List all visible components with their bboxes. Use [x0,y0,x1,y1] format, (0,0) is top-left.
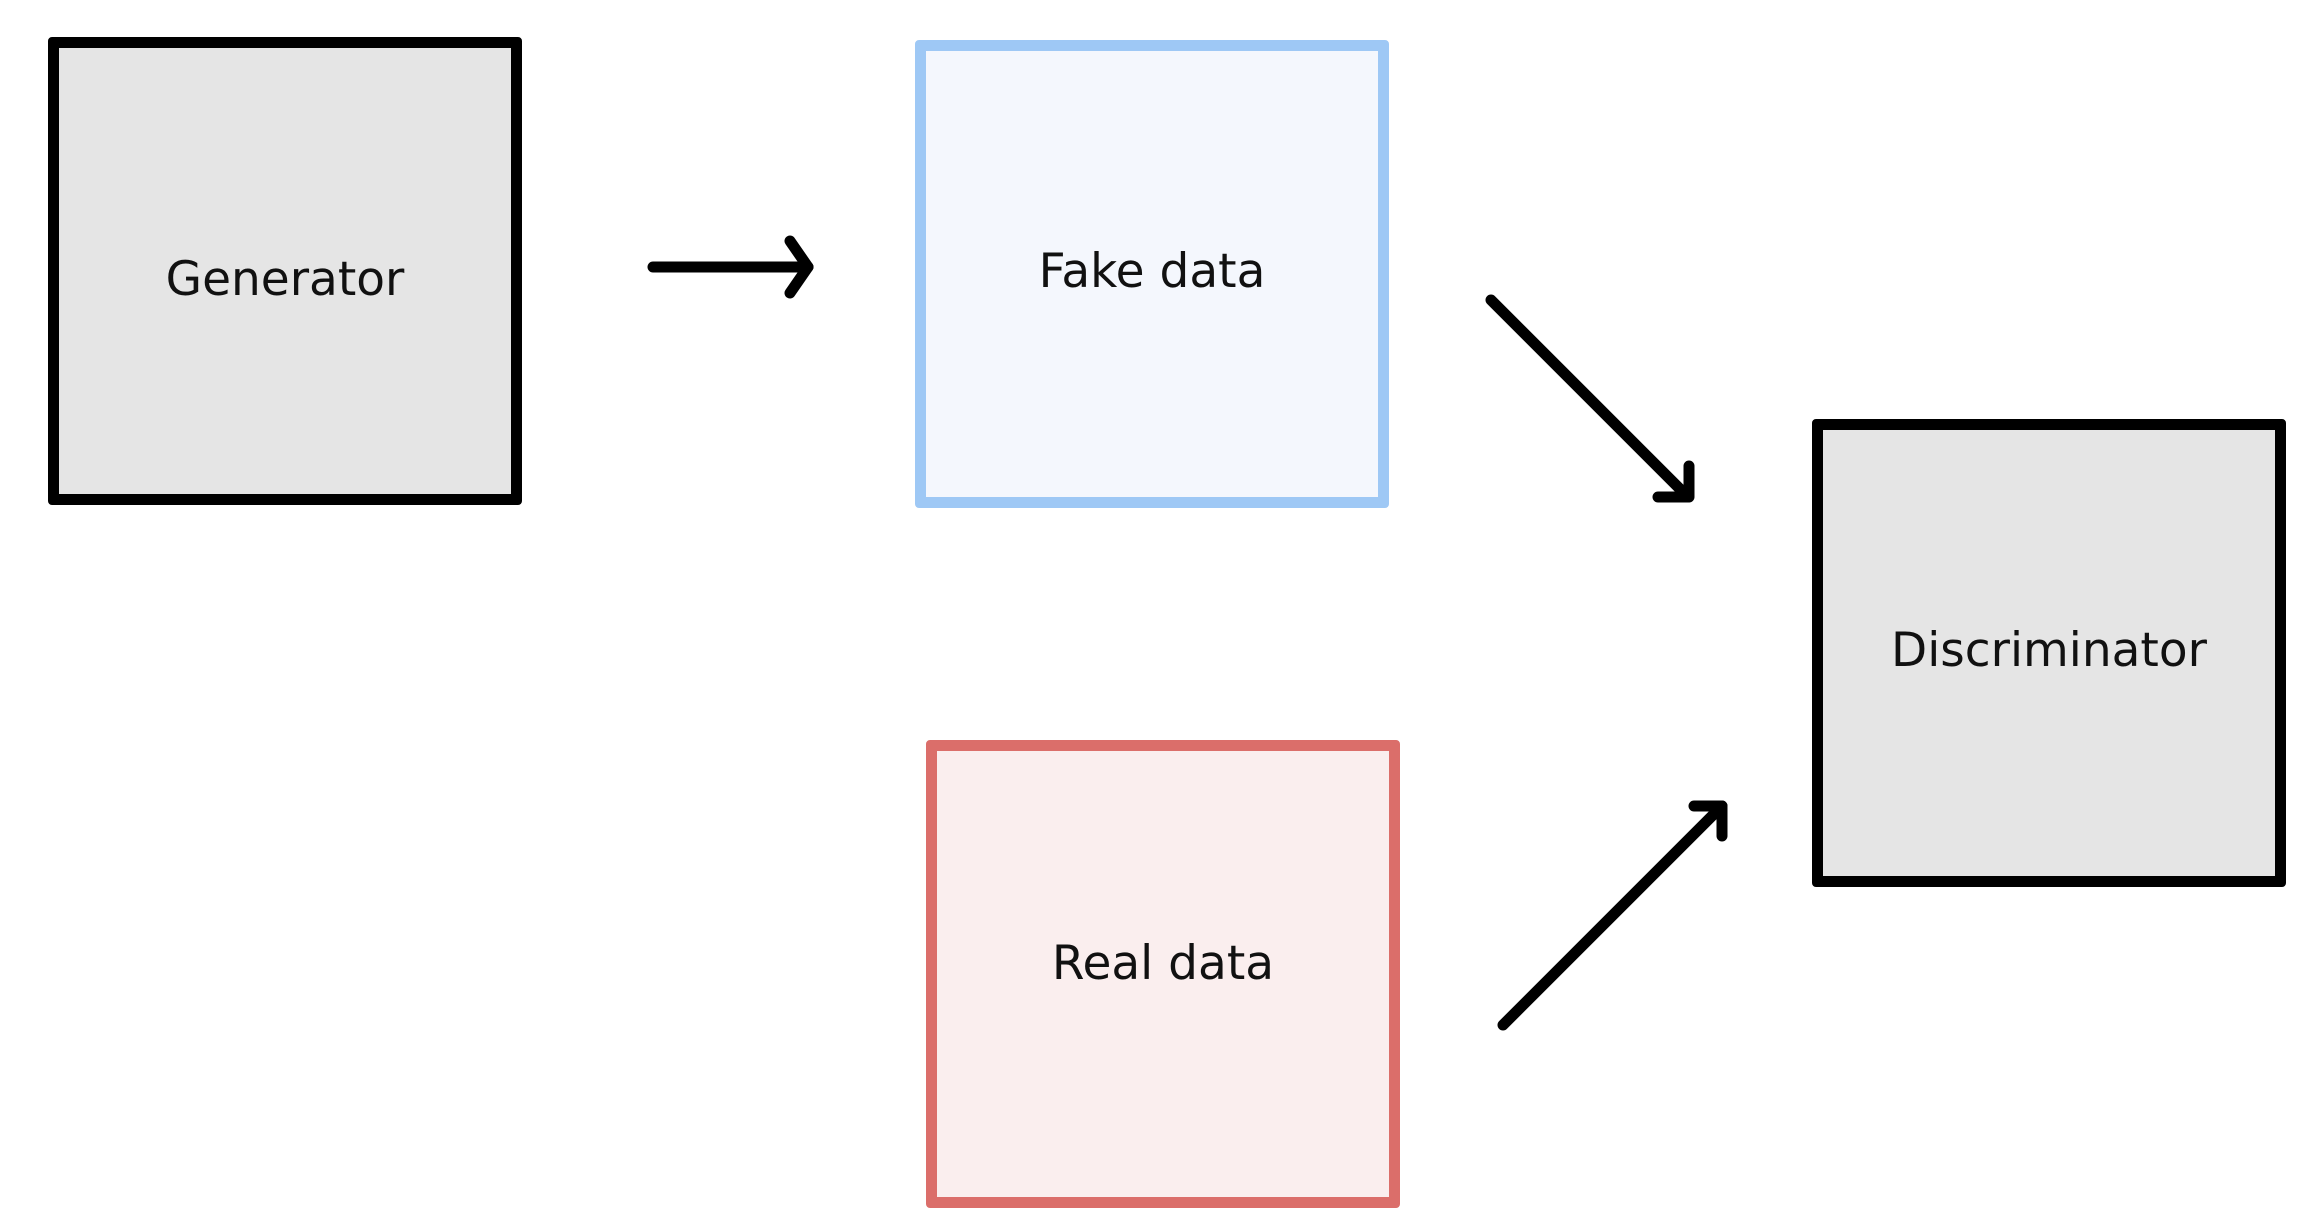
generator-node: Generator [48,37,522,505]
arrow-shaft [1497,800,1728,1031]
generator-label: Generator [165,251,405,307]
arrow-head [1652,460,1695,503]
real-data-label: Real data [1051,935,1275,991]
edge-generator-to-fake-data [647,235,814,299]
discriminator-node: Discriminator [1812,419,2286,887]
discriminator-label: Discriminator [1891,622,2207,678]
real-data-node: Real data [926,740,1400,1208]
arrow-head [1688,800,1728,842]
arrow-head [784,235,814,299]
edge-real-data-to-discriminator [1497,800,1728,1031]
fake-data-node: Fake data [915,40,1389,508]
fake-data-label: Fake data [1038,243,1266,299]
arrow-shaft [1485,294,1694,503]
edge-fake-data-to-discriminator [1485,294,1695,503]
